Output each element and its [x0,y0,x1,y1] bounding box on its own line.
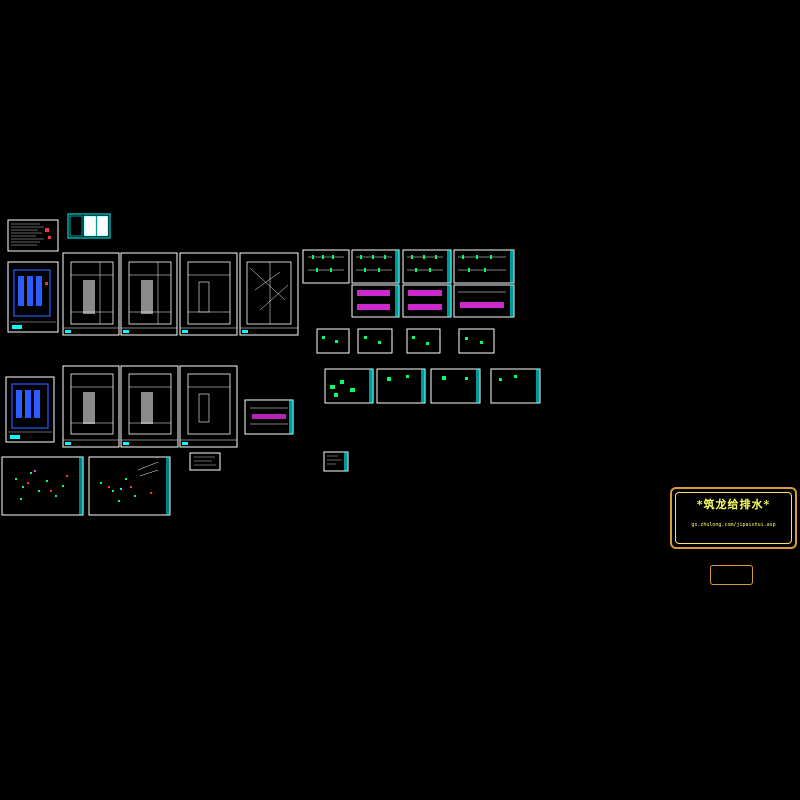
detail-sheet-1 [316,328,350,354]
stamp-url: gs.zhulong.com/jipaishui.asp [691,522,776,528]
system-diagram-sheet-2 [351,249,400,284]
floor-plan-sheet-3 [179,252,238,336]
system-diagram-sheet-5 [351,284,400,318]
site-plan-sheet-2 [5,376,55,443]
system-diagram-sheet-7 [453,284,515,318]
detail-sheet-3 [406,328,441,354]
system-diagram-sheet-6 [402,284,452,318]
detail-plan-sheet-1 [324,368,374,404]
detail-plan-sheet-4 [490,368,541,404]
zhulong-watermark-stamp: *筑龙给排水* gs.zhulong.com/jipaishui.asp [670,487,797,549]
system-diagram-sheet-4 [453,249,515,284]
cover-notes-sheet [7,219,59,252]
small-watermark-stamp [710,565,753,585]
system-diagram-sheet-3 [402,249,452,284]
floor-plan-sheet-4 [62,365,120,448]
floor-plan-sheet-2 [120,252,178,336]
legend-sheet [67,213,111,239]
roof-plan-sheet [239,252,299,336]
floor-plan-sheet-5 [120,365,179,448]
notes-sheet-1 [189,452,221,471]
floor-plan-sheet-1 [62,252,120,336]
detail-plan-sheet-2 [376,368,426,404]
pipe-network-sheet-2 [88,456,171,516]
small-stamp-text [711,569,752,573]
notes-sheet-2 [323,451,349,472]
detail-sheet-4 [458,328,495,354]
system-diagram-sheet-1 [302,249,350,284]
detail-plan-sheet-3 [430,368,481,404]
detail-sheet-2 [357,328,393,354]
pipe-network-sheet-1 [1,456,84,516]
stamp-title: *筑龙给排水* [696,498,771,511]
elevation-sheet [244,399,294,435]
floor-plan-sheet-6 [179,365,238,448]
site-plan-sheet-1 [7,261,59,333]
